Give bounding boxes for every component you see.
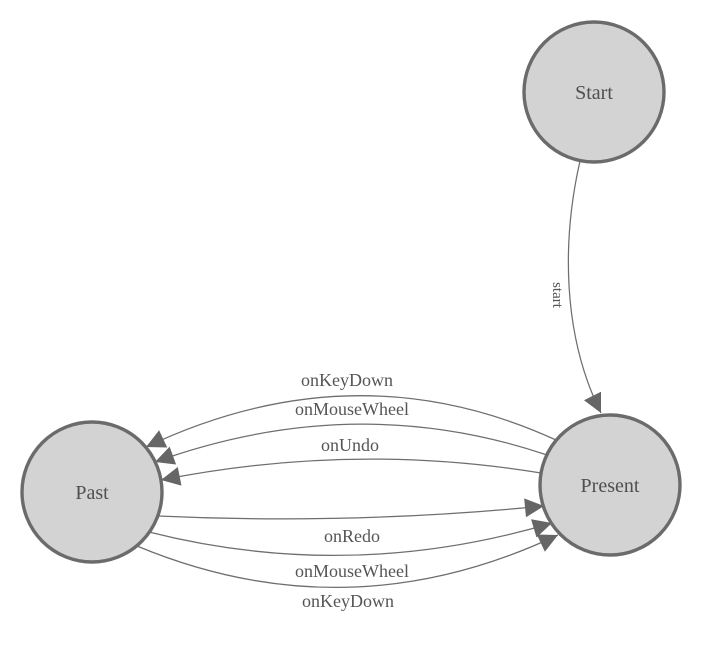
- edge-label-onmousewheel-upper: onMouseWheel: [295, 399, 409, 419]
- edge-present-to-past-onundo: onUndo: [160, 435, 542, 486]
- edge-present-to-past-onmousewheel: onMouseWheel: [154, 399, 548, 465]
- edge-present-to-past-onkeydown-path: [145, 395, 557, 448]
- edge-label-onundo: onUndo: [321, 435, 379, 455]
- edge-present-to-past-onundo-path: [160, 458, 542, 486]
- present-node-circle: [538, 413, 682, 557]
- state-node-start: Start: [522, 20, 666, 164]
- edge-start-to-present-path: [567, 160, 602, 414]
- edge-label-onkeydown-lower: onKeyDown: [302, 591, 394, 611]
- edge-past-to-present-onredo: onRedo: [157, 498, 545, 546]
- state-node-past: Past: [20, 420, 164, 564]
- edge-past-to-present-onkeydown: onKeyDown: [136, 534, 559, 611]
- start-node-label: Start: [575, 82, 613, 104]
- edge-past-to-present-onredo-path: [157, 498, 545, 520]
- edge-past-to-present-onkeydown-path: [136, 534, 559, 588]
- edge-label-start: start: [549, 282, 565, 309]
- edge-start-to-present: start: [549, 160, 602, 414]
- edge-label-onkeydown-upper: onKeyDown: [301, 370, 393, 390]
- edge-past-to-present-onmousewheel-path: [148, 519, 553, 557]
- edge-label-onmousewheel-lower: onMouseWheel: [295, 561, 409, 581]
- state-node-present: Present: [538, 413, 682, 557]
- present-node-label: Present: [581, 475, 640, 497]
- edge-present-to-past-onkeydown: onKeyDown: [145, 370, 557, 448]
- edge-label-onredo: onRedo: [324, 526, 380, 546]
- past-node-label: Past: [75, 482, 109, 504]
- start-node-circle: [522, 20, 666, 164]
- edge-past-to-present-onmousewheel: onMouseWheel: [148, 519, 553, 581]
- past-node-circle: [20, 420, 164, 564]
- edge-present-to-past-onmousewheel-path: [154, 423, 548, 465]
